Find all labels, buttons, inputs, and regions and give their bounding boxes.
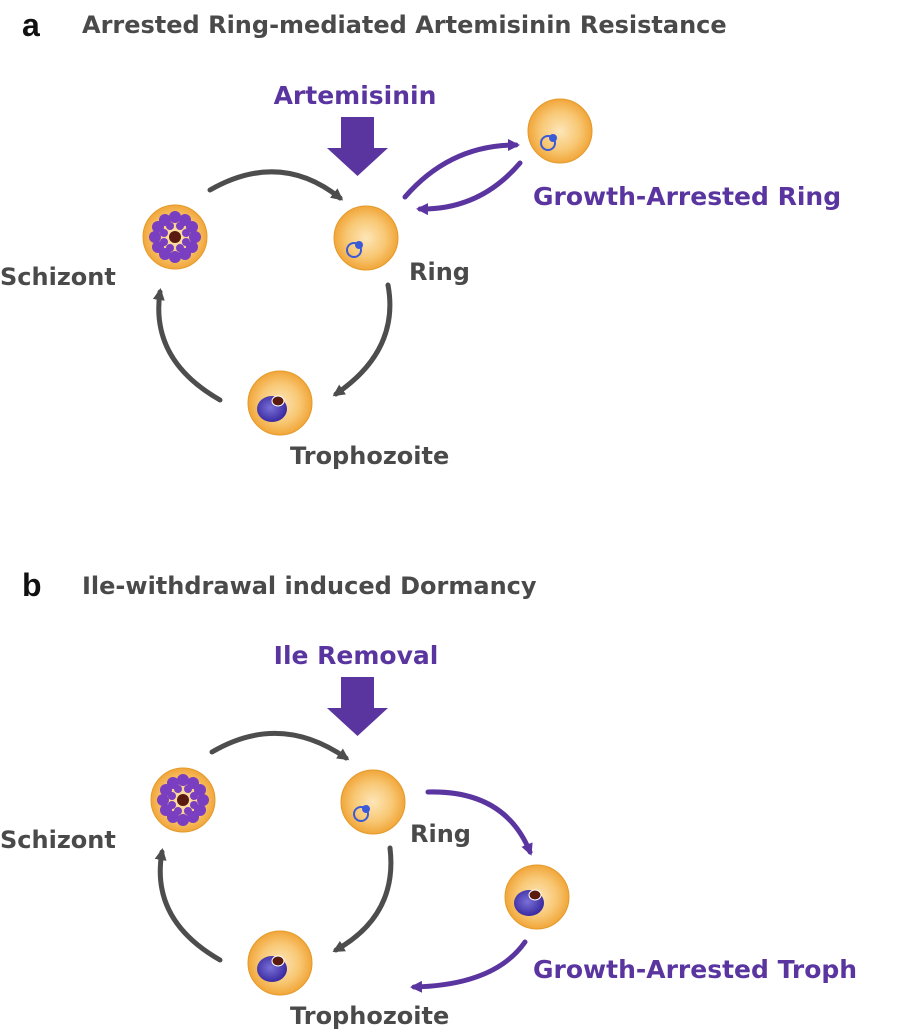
panel-a-schizont-label: Schizont [0,263,116,291]
panel-a-ring-to-arrested-arrow [402,139,520,200]
panel-a-arrested-label: Growth-Arrested Ring [533,182,841,211]
panel-b-ring-to-arrested-arrow [425,789,533,856]
panel-b-stimulus-arrow [327,677,388,736]
panel-a-ring-cell [333,205,399,271]
panel-a-schizont-cell [142,204,208,270]
panel-a-title: Arrested Ring-mediated Artemisinin Resis… [82,11,727,39]
panel-b-arrested-troph-cell [504,864,570,930]
panel-b-ring-to-trophozoite-arrow [332,845,394,953]
panel-b-schizont-to-ring-arrow [209,730,350,761]
panel-b-schizont-cell [150,767,216,833]
panel-b-schizont-label: Schizont [0,826,116,854]
panel-b-trophozoite-to-schizont-arrow [154,848,223,963]
panel-a-ring-to-trophozoite-arrow [332,282,393,397]
panel-a-trophozoite-cell [247,370,313,436]
panel-a-arrested-ring-cell [527,98,593,164]
panel-a-arrested-to-ring-arrow [416,160,523,216]
panel-b-arrested-label: Growth-Arrested Troph [533,955,857,984]
panel-a-schizont-to-ring-arrow [207,169,344,201]
panel-b: b Ile-withdrawal induced Dormancy Ile Re… [0,567,857,1030]
panel-b-trophozoite-label: Trophozoite [290,1002,449,1030]
panel-b-ring-label: Ring [410,820,471,848]
panel-a-stimulus-label: Artemisinin [274,81,437,110]
panel-b-letter: b [22,567,42,603]
panel-b-title: Ile-withdrawal induced Dormancy [82,572,537,600]
panel-a-ring-label: Ring [409,258,470,286]
panel-a-letter: a [22,7,40,43]
panel-b-stimulus-label: Ile Removal [274,641,439,670]
panel-b-ring-cell [340,769,406,835]
panel-a-stimulus-arrow [327,117,388,176]
panel-a: a Arrested Ring-mediated Artemisinin Res… [0,7,841,470]
panel-a-trophozoite-to-schizont-arrow [152,288,223,403]
panel-b-arrested-to-trophozoite-arrow [410,939,528,993]
panel-b-trophozoite-cell [247,930,313,996]
panel-a-trophozoite-label: Trophozoite [290,442,449,470]
